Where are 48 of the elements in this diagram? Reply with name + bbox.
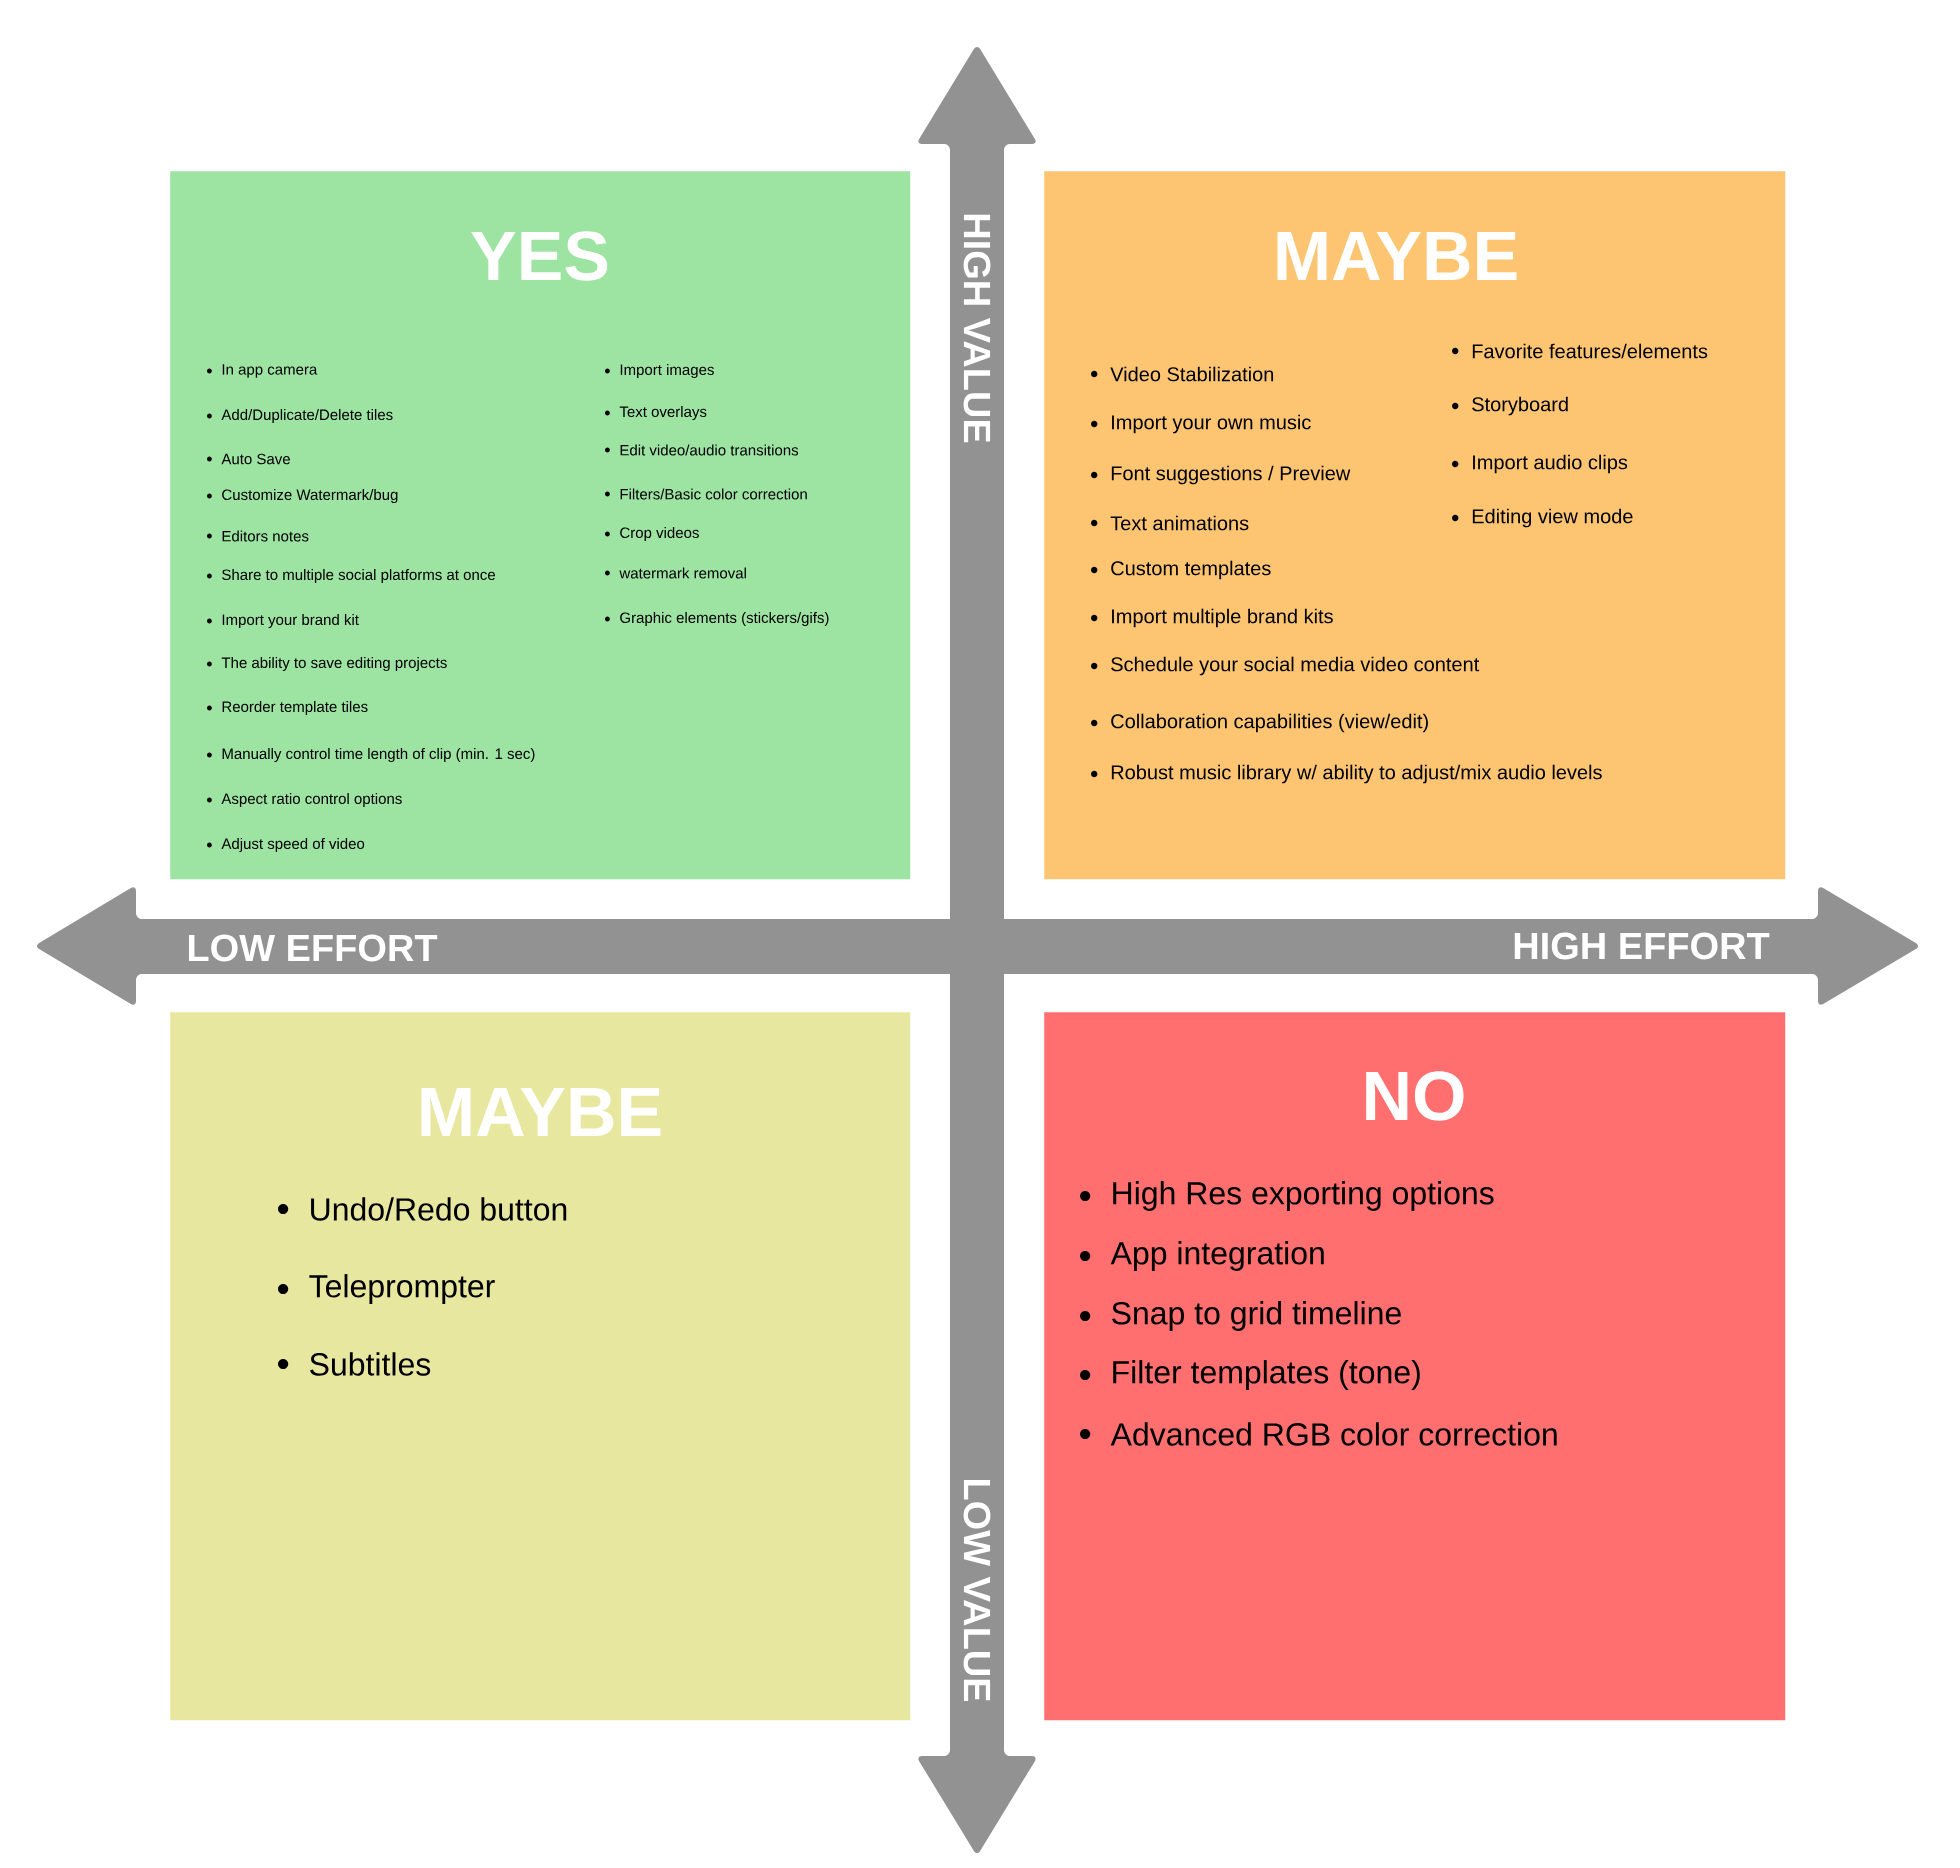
axis-label: HIGH VALUE	[963, 214, 991, 443]
list-item: Add/Duplicate/Delete tiles	[207, 409, 393, 423]
list-item: Text animations	[1091, 515, 1249, 531]
list-item: Storyboard	[1452, 396, 1568, 416]
list-item: Import images	[605, 364, 714, 378]
list-item: Manually control time length of clip (min. 1 sec)	[207, 748, 535, 762]
list-item: Filter templates (tone)	[1080, 1360, 1420, 1390]
list-item: Aspect ratio control options	[207, 793, 402, 807]
quadrant-heading: YES	[471, 231, 608, 281]
list-item: Undo/Redo button	[278, 1197, 567, 1221]
list-item: watermark removal	[605, 567, 746, 579]
list-item: Import multiple brand kits	[1091, 608, 1333, 628]
list-item: Schedule your social media video content	[1091, 656, 1480, 676]
list-item: Filters/Basic color correction	[605, 488, 807, 500]
list-item: In app camera	[207, 364, 318, 378]
list-item: Font suggestions / Preview	[1091, 465, 1351, 485]
axis-label: HIGH EFFORT	[1514, 932, 1770, 960]
quadrant-heading: MAYBE	[1277, 231, 1517, 281]
list-item: Share to multiple social platforms at once	[207, 569, 495, 583]
list-item: Import your own music	[1091, 414, 1311, 434]
list-item: Editing view mode	[1452, 508, 1633, 528]
list-item: Graphic elements (stickers/gifs)	[605, 612, 829, 626]
list-item: Teleprompter	[278, 1274, 495, 1304]
list-item: Editors notes	[207, 530, 309, 542]
list-item: Reorder template tiles	[207, 701, 368, 715]
list-item: High Res exporting options	[1080, 1181, 1494, 1211]
list-item: Subtitles	[278, 1352, 431, 1376]
list-item: Snap to grid timeline	[1080, 1301, 1401, 1331]
list-item: Import audio clips	[1452, 454, 1628, 474]
list-item: Edit video/audio transitions	[605, 444, 799, 456]
list-item: Text overlays	[605, 406, 707, 420]
list-item: Adjust speed of video	[207, 838, 365, 852]
list-item: The ability to save editing projects	[207, 657, 447, 671]
list-item: Advanced RGB color correction	[1080, 1422, 1557, 1446]
list-item: Auto Save	[207, 453, 290, 465]
list-item: Robust music library w/ ability to adjust/mix audio levels	[1091, 764, 1602, 784]
list-item: Crop videos	[605, 527, 699, 541]
list-item: Custom templates	[1091, 560, 1271, 580]
list-item: App integration	[1080, 1241, 1324, 1271]
axis-label: LOW EFFORT	[188, 934, 438, 962]
axis-label: LOW VALUE	[963, 1479, 991, 1702]
list-item: Import your brand kit	[207, 614, 359, 628]
list-item: Video Stabilization	[1091, 366, 1274, 382]
list-item: Customize Watermark/bug	[207, 489, 398, 503]
list-item: Collaboration capabilities (view/edit)	[1091, 713, 1428, 733]
quadrant-heading: NO	[1366, 1071, 1464, 1121]
quadrant-heading: MAYBE	[421, 1087, 661, 1137]
list-item: Favorite features/elements	[1452, 343, 1708, 359]
